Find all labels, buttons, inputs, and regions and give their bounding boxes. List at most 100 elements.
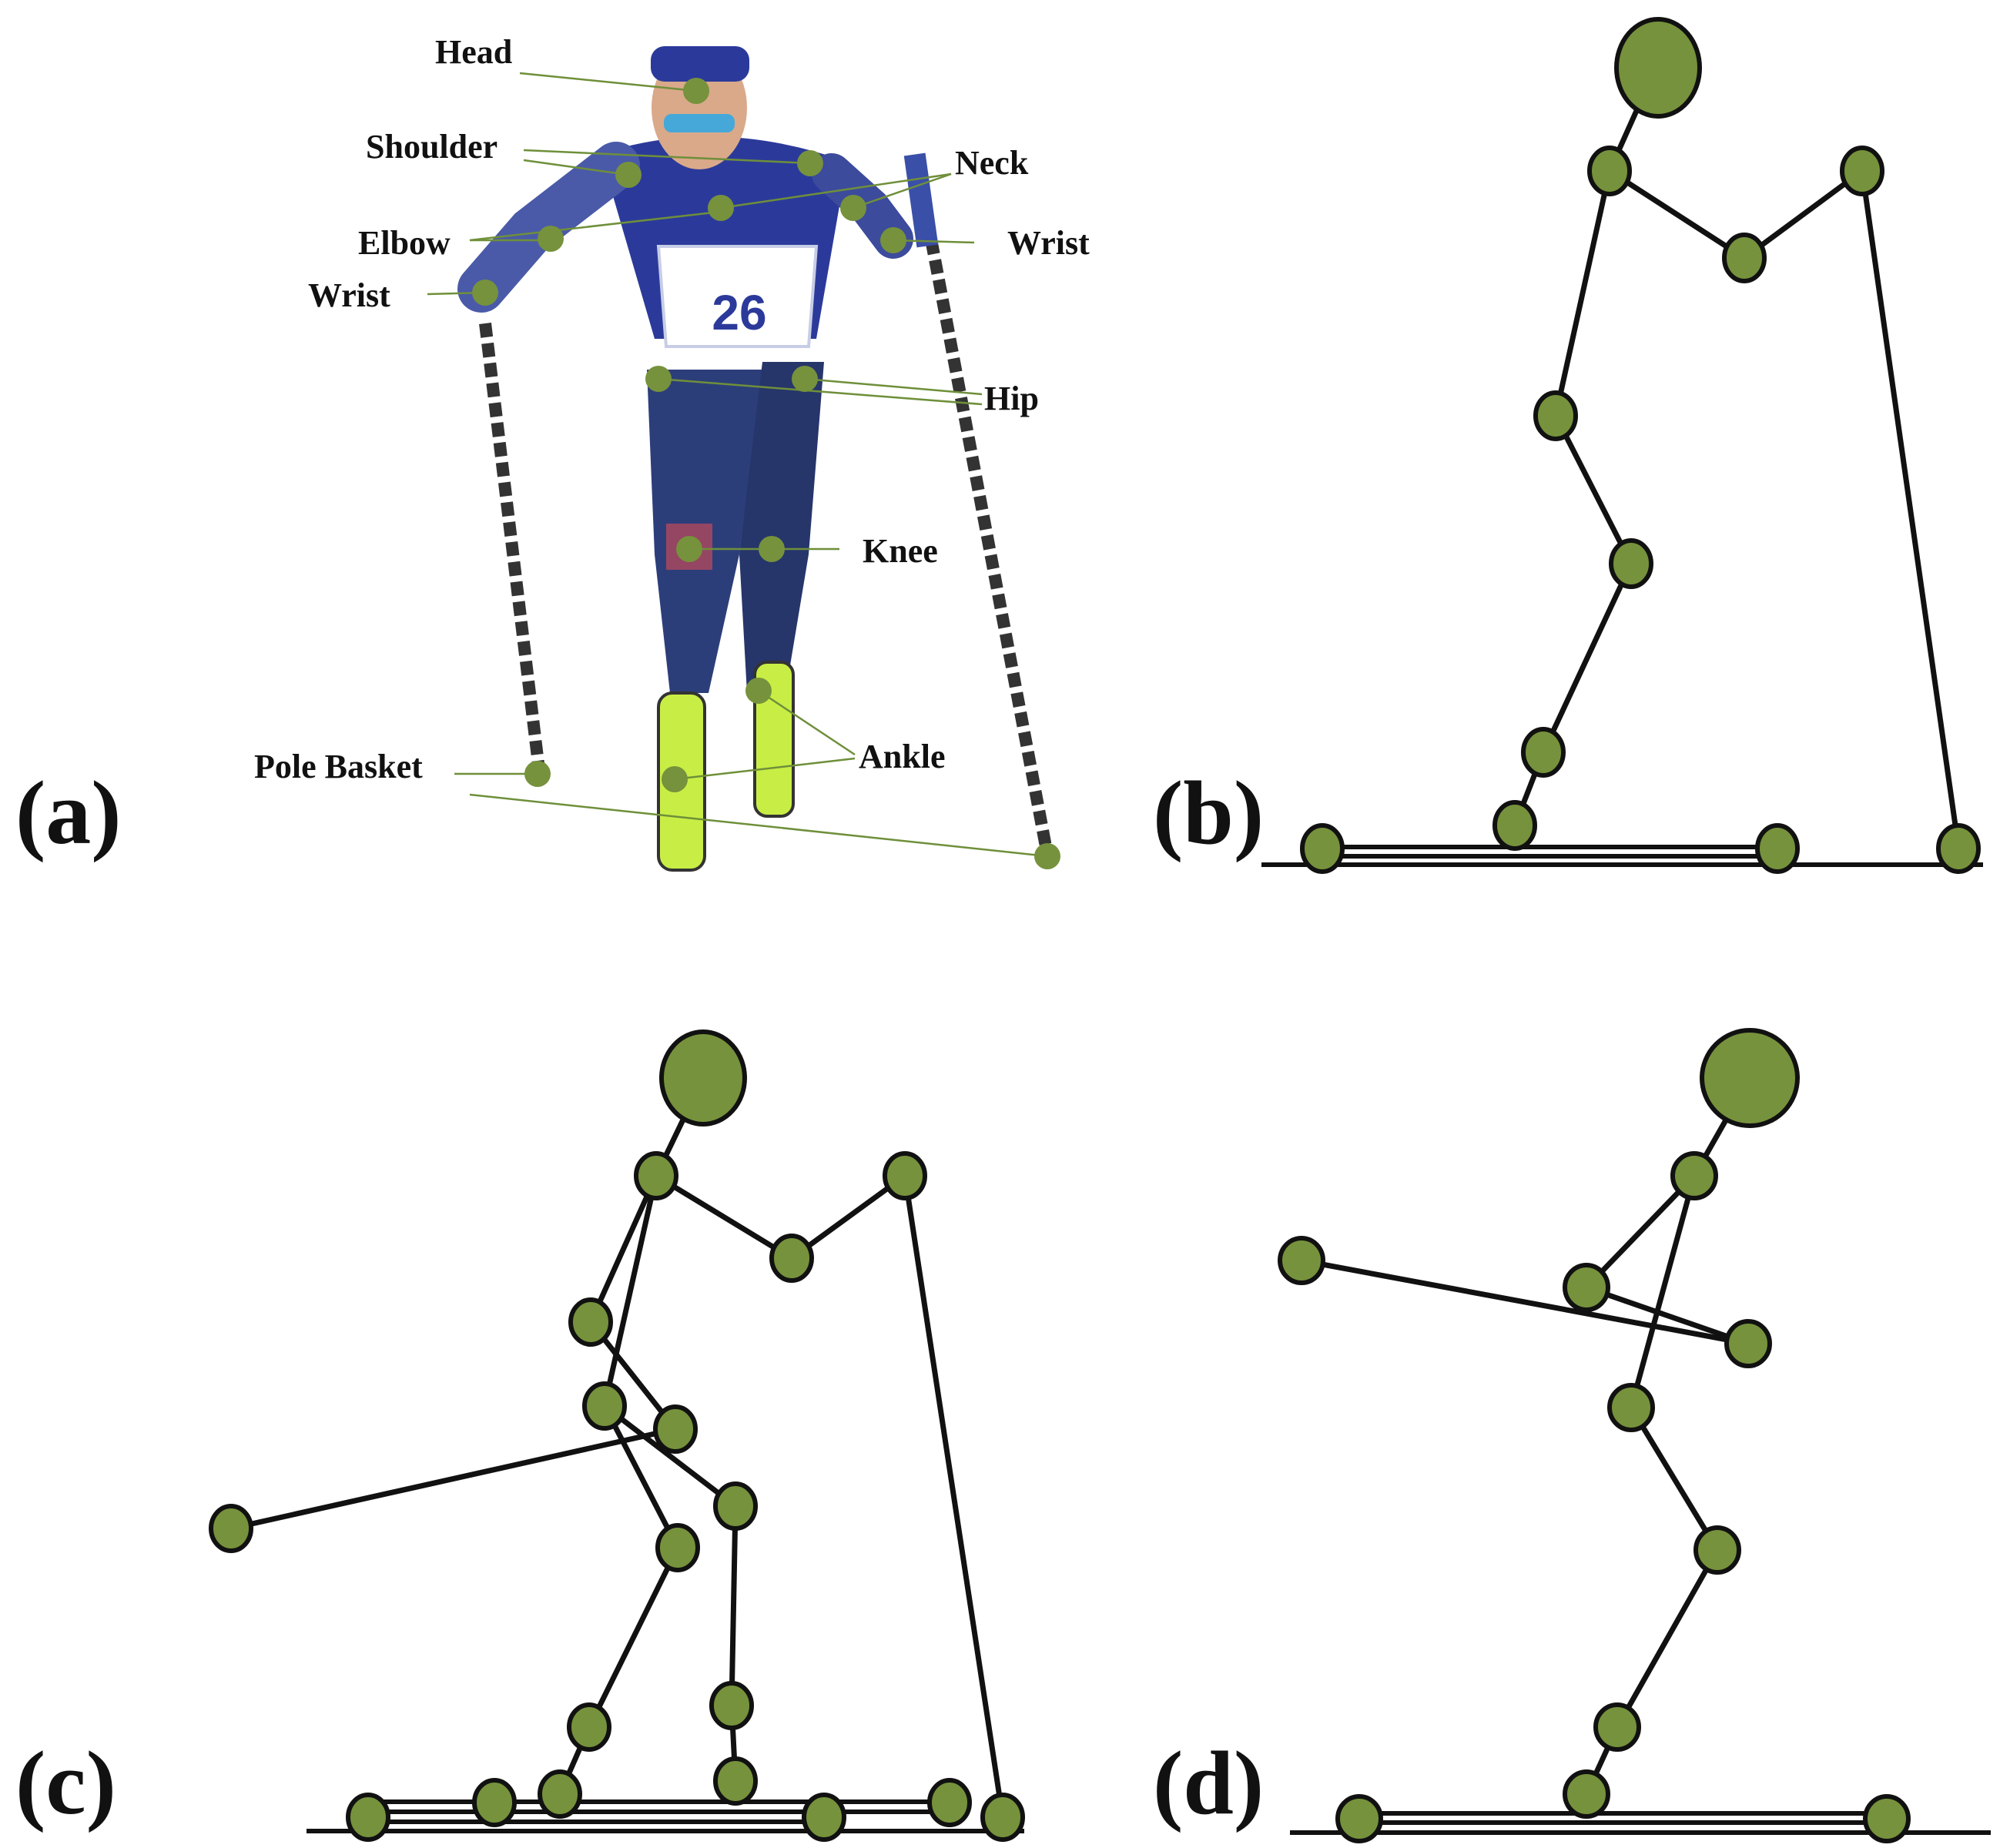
joint-ski-tip-c xyxy=(802,1793,846,1842)
kp-head xyxy=(683,78,709,104)
bones-d xyxy=(1298,1075,1753,1797)
kp-pole-basket-left xyxy=(524,761,551,787)
label-hip: Hip xyxy=(984,380,1039,417)
kp-neck-2 xyxy=(840,195,866,221)
leader-shoulder-2 xyxy=(523,159,629,176)
bone-thigh-b xyxy=(1553,413,1634,567)
label-elbow: Elbow xyxy=(358,224,451,262)
joint-neck-d xyxy=(1670,1151,1718,1200)
leader-pole-basket-2 xyxy=(469,793,1048,858)
joint-elbow-b xyxy=(1722,233,1767,283)
joint-ankle-d xyxy=(1593,1702,1641,1752)
bone-pole-b xyxy=(1859,168,1961,850)
panel-label-b: (b) xyxy=(1153,762,1264,863)
kp-wrist-left xyxy=(472,280,498,306)
joint-hip-d xyxy=(1607,1383,1655,1432)
bone-shoulder-elbow-c xyxy=(653,1173,795,1261)
bone-pole-c xyxy=(902,1173,1006,1820)
label-neck: Neck xyxy=(955,144,1029,182)
joint-wrist-b xyxy=(1840,146,1884,196)
bib-number: 26 xyxy=(712,285,766,340)
leader-head xyxy=(519,72,697,92)
leader-hip-1 xyxy=(804,377,983,396)
joint-elbow-d xyxy=(1563,1263,1610,1312)
bone-torso-d xyxy=(1628,1173,1697,1411)
joints-b xyxy=(1300,17,1981,874)
leader-ankle-2 xyxy=(674,757,856,781)
joint-ski-tip-2-c xyxy=(927,1778,972,1827)
joints-c xyxy=(209,1029,1025,1842)
kp-shoulder-right xyxy=(797,150,823,176)
leader-neck-2 xyxy=(853,172,952,209)
right-pole-shaft xyxy=(910,160,1054,856)
joint-elbow-2-c xyxy=(568,1297,613,1347)
leader-wrist-right xyxy=(893,239,975,244)
bone-pole-d xyxy=(1298,1257,1751,1347)
left-arm xyxy=(457,142,640,313)
joint-neck-b xyxy=(1587,146,1632,196)
joint-pole-basket-c xyxy=(980,1793,1025,1842)
joint-ski-tail-c xyxy=(346,1793,390,1842)
joint-head-b xyxy=(1614,17,1702,119)
joint-ski-tip-d xyxy=(1863,1794,1911,1843)
bones-c xyxy=(228,1075,1006,1820)
bone-upperarm-d xyxy=(1583,1173,1697,1291)
joint-elbow-c xyxy=(769,1234,814,1283)
panel-c: (c) xyxy=(15,1029,1025,1842)
bone-torso-b xyxy=(1553,168,1613,419)
joint-foot-2-c xyxy=(538,1769,582,1819)
bone-shoulder-elbow-b xyxy=(1606,168,1747,261)
bone-elbow-wrist-b xyxy=(1741,168,1865,261)
joint-pole-basket-b xyxy=(1936,823,1981,874)
right-pole-grip xyxy=(903,152,939,248)
leader-neck xyxy=(720,172,952,209)
bone-shin-c xyxy=(729,1503,739,1709)
joint-head-c xyxy=(659,1029,747,1127)
joint-knee-2-c xyxy=(655,1523,700,1572)
panel-label-d: (d) xyxy=(1153,1732,1264,1833)
goggles xyxy=(664,114,735,132)
kp-shoulder-left xyxy=(615,162,642,188)
kp-neck xyxy=(708,195,734,221)
joint-pole-basket-2-c xyxy=(209,1504,253,1553)
panel-label-c: (c) xyxy=(15,1732,116,1833)
bone-pole-2-c xyxy=(228,1426,678,1532)
joint-neck-c xyxy=(634,1151,678,1200)
joint-ankle-2-c xyxy=(567,1702,611,1752)
leader-shoulder-1 xyxy=(523,149,811,165)
bib xyxy=(656,245,819,348)
kp-ankle-right xyxy=(745,678,772,704)
bone-forearm-d xyxy=(1583,1284,1751,1347)
right-arm xyxy=(812,153,913,259)
bone-elbow-wrist-c xyxy=(789,1173,908,1261)
joint-knee-c xyxy=(713,1481,758,1531)
joint-hip-c xyxy=(582,1381,627,1431)
leader-hip-2 xyxy=(658,377,983,406)
photo-keypoints xyxy=(472,78,1060,869)
joint-foot-b xyxy=(1492,800,1537,851)
label-knee: Knee xyxy=(863,532,938,570)
bone-shin-2-c xyxy=(586,1545,681,1730)
joint-ankle-b xyxy=(1521,727,1566,778)
bone-upperarm-2-c xyxy=(588,1173,659,1325)
leader-elbow-2 xyxy=(469,210,721,242)
headband xyxy=(651,46,749,82)
left-pole-shaft xyxy=(479,323,545,771)
bone-thigh-2-c xyxy=(601,1403,681,1551)
leader-lines xyxy=(427,72,1048,858)
label-pole-basket: Pole Basket xyxy=(254,748,423,785)
bone-thigh-c xyxy=(601,1403,739,1509)
label-head: Head xyxy=(435,33,512,71)
leader-ankle-1 xyxy=(758,689,856,756)
panel-a: 26 xyxy=(15,33,1090,872)
panel-b: (b) xyxy=(1153,17,1983,874)
joint-foot-c xyxy=(713,1756,758,1806)
joint-head-d xyxy=(1700,1028,1800,1128)
right-leg xyxy=(739,362,824,693)
joint-wrist-d xyxy=(1724,1319,1772,1368)
joint-ski-tail-2-c xyxy=(472,1778,517,1827)
label-ankle: Ankle xyxy=(859,738,945,775)
joint-ski-tip-b xyxy=(1755,823,1800,874)
kp-elbow xyxy=(538,226,564,252)
kp-wrist-right xyxy=(880,227,906,253)
